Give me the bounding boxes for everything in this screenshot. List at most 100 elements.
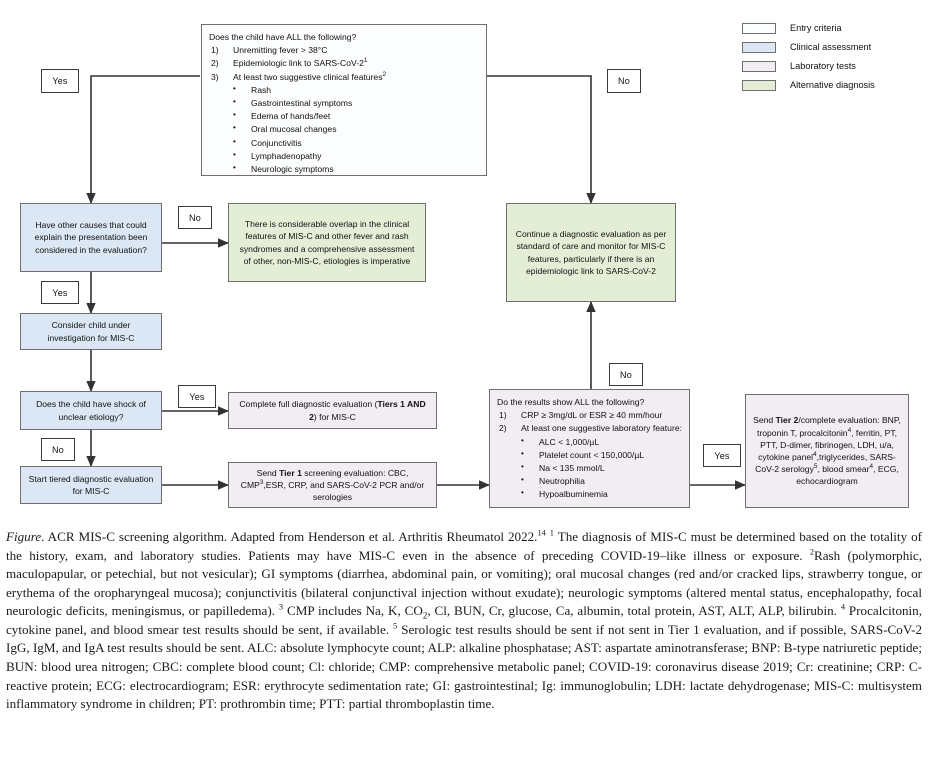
legend-swatch-clinical-assessment [742, 41, 776, 53]
entry-bullet-lymphadenopathy: Lymphadenopathy [209, 149, 479, 162]
legend-label-alternative-diagnosis: Alternative diagnosis [790, 80, 875, 90]
legend-swatch-entry-criteria [742, 22, 776, 34]
tier1-post2: ,ESR, CRP, and SARS-CoV-2 PCR and/or ser… [263, 479, 425, 503]
complete-full-bold: Tiers 1 AND 2 [309, 399, 426, 422]
results-numbered-list: 1) CRP ≥ 3mg/dL or ESR ≥ 40 mm/hour 2) A… [497, 409, 682, 434]
caption-sup-2: 2 [809, 547, 815, 557]
caption-figure-word: Figure [6, 529, 42, 544]
node-overlap-alternative-dx: There is considerable overlap in the cli… [228, 203, 426, 282]
caption-p1a: . ACR MIS-C screening algorithm. Adapted… [41, 529, 538, 544]
branch-label-other-causes-no: No [178, 206, 212, 229]
caption-sup-1: 1 [549, 528, 554, 538]
node-other-causes: Have other causes that could explain the… [20, 203, 162, 272]
tier2-bold: Tier 2 [775, 415, 799, 426]
legend: Entry criteria Clinical assessment Labor… [742, 20, 922, 96]
node-shock-question: Does the child have shock of unclear eti… [20, 391, 162, 430]
node-tier1-screening: Send Tier 1 screening evaluation: CBC, C… [228, 462, 437, 508]
legend-label-laboratory-tests: Laboratory tests [790, 61, 856, 71]
caption-ref-14: 14 [537, 528, 546, 538]
branch-label-entry-no: No [607, 69, 641, 93]
tier1-post: screening evaluation: CBC, CMP [240, 467, 409, 490]
results-bullet-neutrophilia: Neutrophilia [497, 474, 682, 487]
entry-item-2-text: Epidemiologic link to SARS-CoV-2 [233, 58, 364, 69]
entry-bullet-oral: Oral mucosal changes [209, 122, 479, 135]
tier2-text: Send Tier 2/complete evaluation: BNP, tr… [752, 414, 902, 487]
entry-item-3-num: 3) [211, 71, 219, 82]
caption-co2-subscript: 2 [422, 610, 428, 621]
tier2-sup2: 4 [813, 451, 817, 459]
results-item-1: 1) CRP ≥ 3mg/dL or ESR ≥ 40 mm/hour [497, 409, 682, 421]
tier2-sup4: 4 [869, 463, 874, 471]
entry-item-2-sup: 1 [363, 57, 368, 65]
results-bullet-list: ALC < 1,000/µL Platelet count < 150,000/… [497, 435, 682, 501]
entry-bullet-gi: Gastrointestinal symptoms [209, 96, 479, 109]
tier2-p3: ,triglycerides, SARS-CoV-2 serology [755, 452, 896, 475]
results-item-1-num: 1) [499, 410, 507, 421]
legend-row-laboratory-tests: Laboratory tests [742, 58, 922, 74]
entry-bullet-list: Rash Gastrointestinal symptoms Edema of … [209, 83, 479, 175]
node-results-question: Do the results show ALL the following? 1… [489, 389, 690, 508]
node-entry-criteria: Does the child have ALL the following? 1… [201, 24, 487, 176]
tier1-bold: Tier 1 [279, 467, 302, 478]
caption-p2: Rash (polymorphic, maculopapular, or pet… [6, 547, 923, 619]
branch-label-other-causes-yes: Yes [41, 281, 79, 304]
entry-numbered-list: 1) Unremitting fever > 38°C 2) Epidemiol… [209, 44, 479, 83]
node-start-tiered: Start tiered diagnostic evaluation for M… [20, 466, 162, 504]
branch-label-results-yes: Yes [703, 444, 741, 467]
figure-caption: Figure. ACR MIS-C screening algorithm. A… [6, 528, 922, 714]
results-question: Do the results show ALL the following? [497, 397, 645, 407]
caption-sup-5: 5 [393, 621, 398, 631]
entry-item-3: 3) At least two suggestive clinical feat… [209, 71, 479, 83]
caption-sup-3: 3 [278, 602, 284, 612]
entry-item-1-num: 1) [211, 45, 219, 56]
caption-p5: Serologic test results should be sent if… [6, 621, 922, 656]
results-item-1-text: CRP ≥ 3mg/dL or ESR ≥ 40 mm/hour [521, 410, 663, 421]
results-bullet-platelet: Platelet count < 150,000/µL [497, 448, 682, 461]
branch-label-results-no: No [609, 363, 643, 386]
entry-bullet-neurologic: Neurologic symptoms [209, 162, 479, 175]
results-bullet-hypoalbuminemia: Hypoalbuminemia [497, 487, 682, 500]
caption-p3a: CMP includes Na, K, CO [283, 603, 423, 619]
branch-label-shock-yes: Yes [178, 385, 216, 408]
complete-full-post: ) for MIS-C [313, 411, 356, 422]
legend-label-entry-criteria: Entry criteria [790, 23, 842, 33]
entry-item-2-num: 2) [211, 58, 219, 69]
legend-row-entry-criteria: Entry criteria [742, 20, 922, 36]
node-consider-child: Consider child under investigation for M… [20, 313, 162, 350]
tier2-sup1: 4 [847, 426, 852, 434]
caption-p4: Procalcitonin, cytokine panel, and blood… [6, 603, 922, 637]
tier2-sup3: 5 [813, 463, 818, 471]
complete-full-pre: Complete full diagnostic evaluation ( [239, 399, 378, 410]
results-item-2: 2) At least one suggestive laboratory fe… [497, 422, 682, 434]
results-bullet-alc: ALC < 1,000/µL [497, 435, 682, 448]
tier2-p2: , ferritin, PT, PTT, D-dimer, fibrinogen… [758, 427, 897, 462]
tier1-text: Send Tier 1 screening evaluation: CBC, C… [235, 467, 430, 504]
tier2-p4: , blood smear [817, 464, 870, 475]
node-continue-evaluation: Continue a diagnostic evaluation as per … [506, 203, 676, 302]
complete-full-eval-text: Complete full diagnostic evaluation (Tie… [235, 398, 430, 422]
entry-item-1-text: Unremitting fever > 38°C [233, 45, 328, 56]
caption-sup-4: 4 [840, 602, 846, 612]
entry-item-3-sup: 2 [382, 70, 387, 78]
tier2-p5: , ECG, echocardiogram [796, 464, 899, 487]
tier2-post: /complete evaluation: BNP, troponin T, p… [756, 415, 901, 438]
entry-item-2: 2) Epidemiologic link to SARS-CoV-21 [209, 57, 479, 69]
legend-swatch-alternative-diagnosis [742, 79, 776, 91]
entry-bullet-conjunctivitis: Conjunctivitis [209, 136, 479, 149]
results-bullet-na: Na < 135 mmol/L [497, 461, 682, 474]
legend-row-alternative-diagnosis: Alternative diagnosis [742, 77, 922, 93]
branch-label-entry-yes: Yes [41, 69, 79, 93]
legend-label-clinical-assessment: Clinical assessment [790, 42, 872, 52]
entry-bullet-edema: Edema of hands/feet [209, 109, 479, 122]
entry-item-3-text: At least two suggestive clinical feature… [233, 71, 383, 82]
caption-abbreviations: ALC: absolute lymphocyte count; ALP: alk… [6, 640, 922, 712]
legend-swatch-laboratory-tests [742, 60, 776, 72]
entry-bullet-rash: Rash [209, 83, 479, 96]
results-item-2-num: 2) [499, 423, 507, 434]
legend-row-clinical-assessment: Clinical assessment [742, 39, 922, 55]
caption-p1b: The diagnosis of MIS-C must be determine… [6, 529, 922, 563]
caption-p3b: , Cl, BUN, Cr, glucose, Ca, albumin, tot… [427, 603, 841, 619]
results-item-2-text: At least one suggestive laboratory featu… [521, 423, 682, 434]
entry-question: Does the child have ALL the following? [209, 32, 357, 42]
tier1-pre: Send [256, 467, 280, 478]
